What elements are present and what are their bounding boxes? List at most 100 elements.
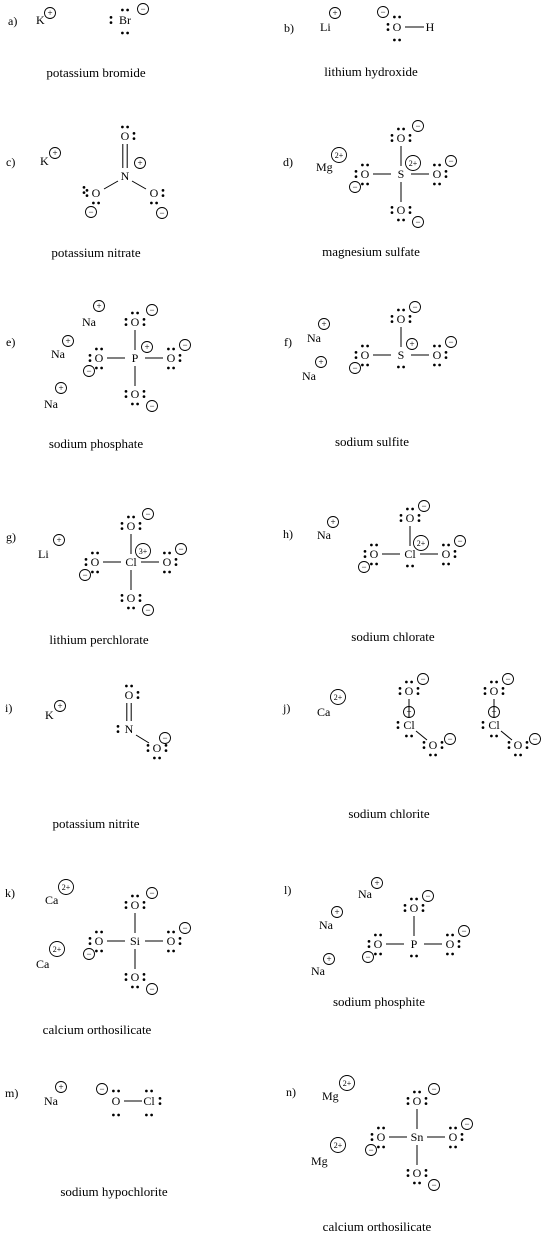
lone-pair	[91, 570, 99, 574]
counter-ion: Na+	[44, 382, 67, 411]
lone-pair	[91, 551, 99, 555]
lone-pair	[405, 680, 413, 684]
electron-dot	[124, 901, 128, 904]
charge-badge: −	[529, 733, 541, 745]
electron-dot	[161, 194, 165, 197]
atom-symbol: S	[398, 167, 405, 181]
electron-dot	[481, 721, 485, 724]
electron-dot	[120, 522, 124, 525]
atom-symbol: O	[429, 738, 438, 752]
electron-dot	[483, 692, 487, 695]
electron-dot	[408, 315, 412, 318]
charge-badge: 2+	[330, 1137, 346, 1153]
lone-pair	[136, 691, 140, 699]
electron-dot	[150, 1113, 153, 1117]
lone-pair	[361, 363, 369, 367]
charge-badge: −	[179, 922, 191, 934]
lone-pair	[442, 562, 450, 566]
atom-symbol: O	[446, 937, 455, 951]
charge-sign: +	[52, 148, 57, 158]
bromide-atom: Br−	[109, 3, 149, 35]
charge-sign: +	[96, 301, 101, 311]
oxygen-atom: O	[354, 344, 370, 367]
electron-dot	[438, 163, 441, 167]
bond-line	[135, 734, 150, 744]
electron-dot	[130, 684, 133, 688]
panel-label: m)	[5, 1086, 18, 1100]
lone-pair	[127, 606, 135, 610]
charge-circle	[146, 983, 158, 995]
electron-dot	[88, 942, 92, 945]
panel-label: n)	[286, 1085, 296, 1099]
counter-ion: Ca2+	[45, 879, 74, 907]
lone-pair	[109, 16, 113, 24]
ion-symbol: K	[45, 708, 54, 722]
electron-dot	[158, 1102, 162, 1105]
electron-dot	[142, 901, 146, 904]
electron-dot	[354, 175, 358, 178]
central-atom: S	[397, 348, 405, 369]
electron-dot	[457, 940, 461, 943]
charge-badge: +	[55, 382, 67, 394]
charge-circle	[330, 1137, 346, 1153]
electron-dot	[454, 1145, 457, 1149]
electron-dot	[422, 741, 426, 744]
charge-sign: +	[137, 158, 142, 168]
electron-dot	[367, 945, 371, 948]
charge-circle	[156, 207, 168, 219]
lone-pair	[433, 363, 441, 367]
electron-dot	[124, 395, 128, 398]
charge-circle	[418, 500, 430, 512]
electron-dot	[444, 175, 448, 178]
lone-pair	[174, 558, 178, 566]
charge-badge: 2+	[58, 879, 74, 895]
charge-sign: +	[58, 1082, 63, 1092]
atom-symbol: O	[121, 129, 130, 143]
charge-badge: −	[146, 304, 158, 316]
electron-dot	[142, 395, 146, 398]
charge-badge: −	[412, 120, 424, 132]
atom-symbol: Cl	[488, 718, 500, 732]
oxygen-atom: O	[167, 347, 182, 370]
ion-symbol: Na	[51, 347, 66, 361]
charge-circle	[49, 941, 65, 957]
electron-dot	[438, 182, 441, 186]
panel-label: j)	[282, 701, 290, 715]
electron-dot	[172, 366, 175, 370]
oxygen-atom: O	[370, 1126, 386, 1149]
charge-sign: −	[532, 734, 537, 744]
electron-dot	[95, 949, 98, 953]
oxygen-atom: O	[390, 127, 412, 145]
charge-badge: −	[461, 1118, 473, 1130]
charge-circle	[358, 561, 370, 573]
charge-sign: +	[326, 954, 331, 964]
charge-circle	[141, 341, 153, 353]
charge-circle	[96, 1083, 108, 1095]
lone-pair	[121, 31, 129, 35]
electron-dot	[433, 163, 436, 167]
charge-circle	[58, 879, 74, 895]
electron-dot	[163, 570, 166, 574]
lone-pair	[82, 186, 86, 194]
lone-pair	[127, 515, 135, 519]
charge-badge: −	[422, 890, 434, 902]
charge-circle	[422, 890, 434, 902]
lone-pair	[178, 937, 182, 945]
charge-badge: +	[141, 341, 153, 353]
charge-sign: +	[330, 517, 335, 527]
charge-circle	[146, 304, 158, 316]
electron-dot	[402, 127, 405, 131]
electron-dot	[444, 356, 448, 359]
electron-dot	[424, 1102, 428, 1105]
atom-symbol: Cl	[404, 547, 416, 561]
lone-pair	[449, 1126, 457, 1130]
electron-dot	[374, 933, 377, 937]
counter-ion: K+	[40, 147, 61, 168]
charge-badge: −	[444, 733, 456, 745]
charge-circle	[445, 336, 457, 348]
panel-label: a)	[8, 14, 17, 28]
charge-badge: −	[428, 1179, 440, 1191]
electron-dot	[164, 749, 168, 752]
